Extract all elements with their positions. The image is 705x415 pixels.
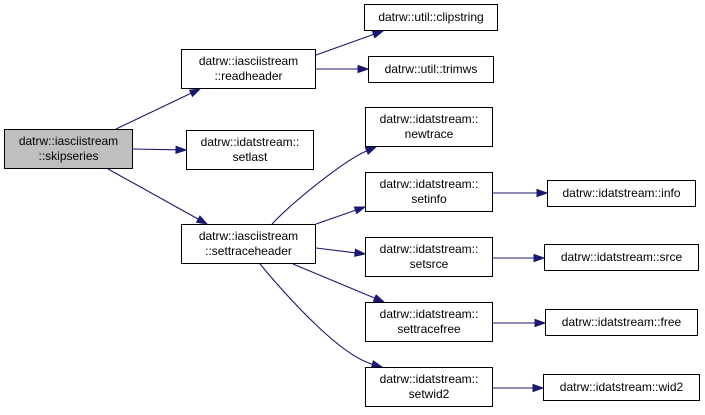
node-label-line: newtrace	[404, 127, 454, 141]
node-label-line: datrw::idatstream::srce	[560, 250, 683, 264]
node-wid2[interactable]: datrw::idatstream::wid2	[543, 374, 700, 401]
node-setinfo[interactable]: datrw::idatstream:: setinfo	[365, 172, 493, 212]
node-label-line: datrw::idatstream::	[379, 112, 479, 126]
node-label-line: datrw::util::trimws	[384, 62, 478, 76]
edge-arrowhead-readheader-trimws	[357, 64, 370, 74]
edge-arrowhead-readheader-clipstring	[371, 30, 385, 39]
edge-arrowhead-setwid2-wid2	[532, 383, 545, 393]
node-label-line: ::skipseries	[38, 149, 99, 163]
node-label-line: datrw::idatstream::	[379, 372, 479, 386]
node-label-line: datrw::idatstream::	[200, 135, 300, 149]
edge-arrowhead-skipseries-settraceheader	[195, 215, 209, 225]
node-label-line: datrw::idatstream::wid2	[559, 380, 684, 394]
node-label-line: setlast	[232, 150, 268, 164]
edge-arrowhead-skipseries-readheader	[188, 88, 202, 98]
node-label-line: datrw::idatstream::info	[562, 186, 681, 200]
node-newtrace[interactable]: datrw::idatstream:: newtrace	[365, 107, 493, 147]
node-label-line: datrw::iasciistream	[18, 134, 119, 148]
node-label-line: ::readheader	[214, 69, 283, 83]
edge-skipseries-to-readheader	[115, 92, 192, 130]
node-free[interactable]: datrw::idatstream::free	[545, 309, 698, 336]
node-label-line: datrw::idatstream::	[379, 307, 479, 321]
node-settracefree[interactable]: datrw::idatstream:: settracefree	[365, 302, 493, 342]
edge-settraceheader-to-newtrace	[271, 150, 367, 225]
edge-arrowhead-setsrce-srce	[533, 253, 546, 263]
node-readheader[interactable]: datrw::iasciistream ::readheader	[181, 49, 316, 89]
edge-arrowhead-settraceheader-newtrace	[364, 146, 378, 155]
edge-arrowhead-settracefree-free	[534, 318, 547, 328]
node-skipseries: datrw::iasciistream ::skipseries	[4, 129, 133, 169]
edge-settraceheader-to-setinfo	[315, 209, 356, 225]
edge-arrowhead-settraceheader-setsrce	[354, 248, 367, 257]
node-label-line: ::settraceheader	[205, 244, 292, 258]
edge-settraceheader-to-setsrce	[315, 247, 356, 254]
edge-arrowhead-settraceheader-setinfo	[353, 206, 367, 215]
node-setlast[interactable]: datrw::idatstream:: setlast	[186, 130, 314, 170]
node-label-line: datrw::idatstream::	[379, 242, 479, 256]
edge-skipseries-to-setlast	[132, 148, 177, 151]
node-label-line: setwid2	[408, 387, 450, 401]
node-settraceheader[interactable]: datrw::iasciistream ::settraceheader	[181, 224, 316, 264]
node-setwid2[interactable]: datrw::idatstream:: setwid2	[365, 367, 493, 407]
edge-arrowhead-settraceheader-settracefree	[372, 294, 386, 303]
node-label-line: settracefree	[397, 322, 461, 336]
edge-settraceheader-to-setwid2	[259, 263, 373, 365]
edge-arrowhead-skipseries-setlast	[175, 145, 188, 155]
edge-skipseries-to-settraceheader	[107, 168, 199, 220]
edge-settraceheader-to-settracefree	[292, 263, 375, 299]
node-setsrce[interactable]: datrw::idatstream:: setsrce	[365, 237, 493, 277]
node-clipstring[interactable]: datrw::util::clipstring	[364, 4, 498, 31]
node-info[interactable]: datrw::idatstream::info	[547, 180, 696, 207]
node-trimws[interactable]: datrw::util::trimws	[368, 56, 494, 83]
node-label-line: setsrce	[409, 257, 449, 271]
edge-readheader-to-clipstring	[315, 33, 374, 56]
node-label-line: datrw::util::clipstring	[378, 10, 484, 24]
node-label-line: setinfo	[411, 192, 447, 206]
node-label-line: datrw::idatstream::free	[561, 315, 682, 329]
node-label-line: datrw::iasciistream	[198, 54, 299, 68]
edge-arrowhead-setinfo-info	[536, 188, 549, 198]
node-label-line: datrw::iasciistream	[198, 229, 299, 243]
node-label-line: datrw::idatstream::	[379, 177, 479, 191]
node-srce[interactable]: datrw::idatstream::srce	[544, 244, 699, 271]
